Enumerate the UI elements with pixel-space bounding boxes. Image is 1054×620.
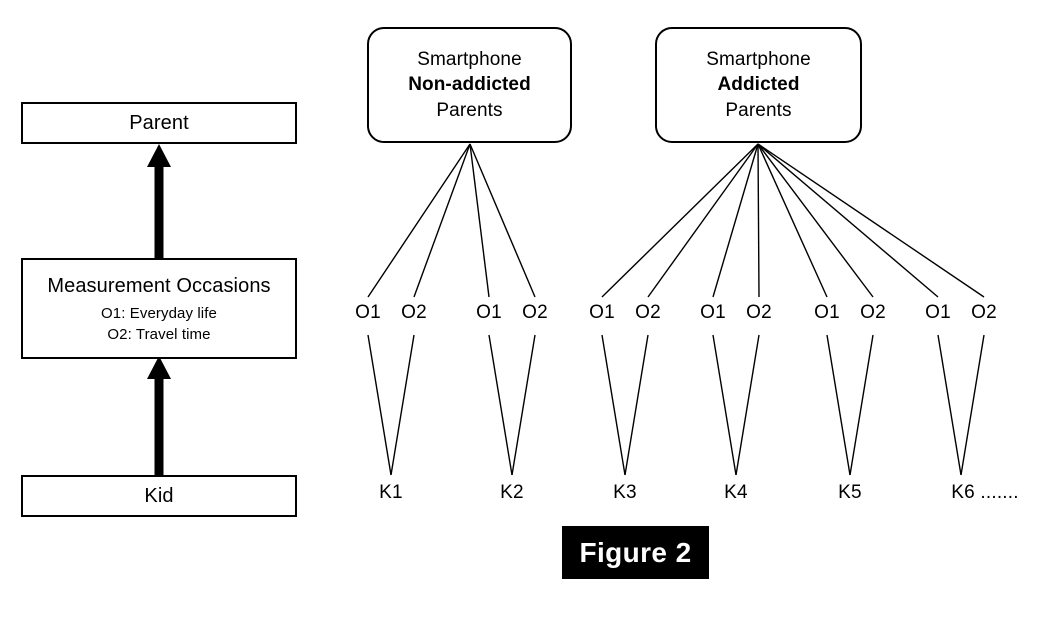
occasion-label: O2 bbox=[635, 302, 661, 323]
kid-label: K6 ....... bbox=[951, 482, 1019, 503]
legend-box-parent: Parent bbox=[21, 102, 297, 144]
edges-addicted-to-occasions bbox=[601, 143, 985, 298]
occasion-label: O1 bbox=[589, 302, 615, 323]
arrow-measurement-to-parent bbox=[147, 144, 171, 258]
group-box-non-addicted-parents: Smartphone Non-addicted Parents bbox=[367, 27, 572, 143]
kid-label: K1 bbox=[379, 482, 403, 503]
legend-measurement-line2: O2: Travel time bbox=[107, 325, 211, 343]
legend-box-kid: Kid bbox=[21, 475, 297, 517]
figure-caption-banner: Figure 2 bbox=[562, 526, 709, 579]
group-nonaddicted-line1: Smartphone bbox=[417, 49, 522, 71]
group-box-addicted-parents: Smartphone Addicted Parents bbox=[655, 27, 862, 143]
edges-occasions-to-kids bbox=[367, 334, 985, 476]
kid-label: K5 bbox=[838, 482, 862, 503]
kid-label: K2 bbox=[500, 482, 524, 503]
occasion-label: O2 bbox=[860, 302, 886, 323]
group-nonaddicted-line2: Non-addicted bbox=[408, 74, 531, 96]
occasion-label: O1 bbox=[925, 302, 951, 323]
edges-nonaddicted-to-occasions bbox=[367, 143, 536, 298]
arrow-kid-to-measurement bbox=[147, 356, 171, 475]
kid-label: K4 bbox=[724, 482, 748, 503]
legend-measurement-title: Measurement Occasions bbox=[47, 274, 271, 297]
occasion-label: O1 bbox=[700, 302, 726, 323]
legend-box-measurement-occasions: Measurement Occasions O1: Everyday life … bbox=[21, 258, 297, 359]
occasion-label: O1 bbox=[355, 302, 381, 323]
legend-measurement-line1: O1: Everyday life bbox=[101, 304, 217, 322]
occasion-label: O2 bbox=[401, 302, 427, 323]
group-addicted-line3: Parents bbox=[725, 99, 792, 121]
occasion-label: O2 bbox=[746, 302, 772, 323]
kid-label: K3 bbox=[613, 482, 637, 503]
group-nonaddicted-line3: Parents bbox=[436, 99, 503, 121]
legend-parent-label: Parent bbox=[129, 111, 189, 134]
occasion-label: O2 bbox=[522, 302, 548, 323]
group-addicted-line1: Smartphone bbox=[706, 49, 811, 71]
figure-caption-text: Figure 2 bbox=[579, 536, 692, 568]
occasion-label: O1 bbox=[476, 302, 502, 323]
group-addicted-line2: Addicted bbox=[717, 74, 800, 96]
legend-kid-label: Kid bbox=[144, 484, 174, 507]
occasion-label: O2 bbox=[971, 302, 997, 323]
occasion-label: O1 bbox=[814, 302, 840, 323]
